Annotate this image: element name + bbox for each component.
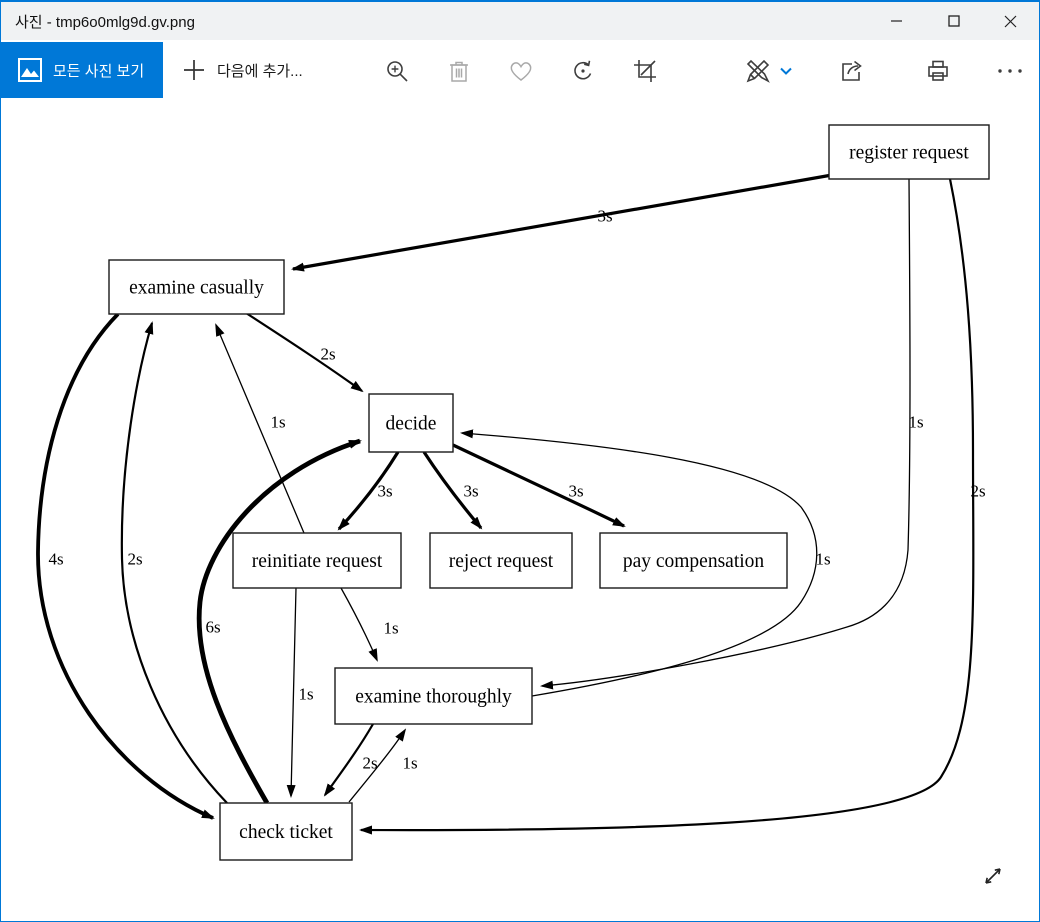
edge-label-register-request-to-examine-thoroughly: 1s — [908, 413, 923, 432]
toolbar: 모든 사진 보기 다음에 추가... — [1, 40, 1039, 100]
node-label-check-ticket: check ticket — [239, 822, 333, 843]
edge-check-ticket-to-examine-casually — [120, 321, 228, 804]
favorite-button[interactable] — [501, 54, 541, 88]
crop-button[interactable] — [625, 54, 665, 88]
edge-label-examine-casually-to-check-ticket: 4s — [48, 550, 63, 569]
see-all-photos-button[interactable]: 모든 사진 보기 — [1, 42, 163, 98]
node-label-reinitiate-request: reinitiate request — [252, 551, 383, 572]
diagram-svg: register request examine casually decide re… — [36, 124, 990, 861]
zoom-icon — [387, 61, 408, 82]
edge-decide-to-pay-compensation — [452, 443, 626, 528]
node-register-request: register request — [828, 124, 990, 180]
edge-examine-casually-to-decide — [245, 312, 364, 393]
print-icon — [928, 60, 948, 81]
chevron-down-icon — [780, 67, 792, 75]
edge-examine-thoroughly-to-check-ticket — [323, 723, 374, 797]
edge-decide-to-reject-request — [422, 451, 483, 530]
node-box-reject-request — [429, 532, 573, 589]
node-reject-request: reject request — [429, 532, 573, 589]
node-label-examine-casually: examine casually — [129, 278, 264, 299]
edge-register-request-to-examine-thoroughly — [540, 178, 911, 690]
node-box-register-request — [828, 124, 990, 180]
titlebar[interactable]: 사진 - tmp6o0mlg9d.gv.png — [1, 2, 1039, 40]
edge-label-register-request-to-examine-casually: 3s — [597, 207, 612, 226]
close-icon — [1004, 15, 1017, 27]
window-controls — [868, 2, 1039, 40]
edge-label-decide-to-reject-request: 3s — [463, 482, 478, 501]
window-title: 사진 - tmp6o0mlg9d.gv.png — [15, 14, 195, 31]
node-decide: decide — [368, 393, 454, 453]
delete-button[interactable] — [439, 54, 479, 88]
zoom-button[interactable] — [377, 54, 417, 88]
edge-label-examine-thoroughly-to-decide: 1s — [815, 550, 830, 569]
node-label-pay-compensation: pay compensation — [623, 551, 765, 572]
edge-label-decide-to-reinitiate-request: 3s — [377, 482, 392, 501]
node-box-examine-casually — [108, 259, 285, 315]
node-box-examine-thoroughly — [334, 667, 533, 725]
edge-label-examine-casually-to-decide: 2s — [320, 345, 335, 364]
trash-icon — [450, 61, 468, 82]
add-to-button[interactable]: 다음에 추가... — [177, 42, 309, 98]
maximize-button[interactable] — [925, 2, 982, 40]
share-icon — [842, 60, 862, 81]
share-button[interactable] — [832, 54, 872, 88]
photo-canvas: register request examine casually decide re… — [1, 100, 1039, 921]
photo-gallery-icon — [18, 58, 42, 82]
edge-reinitiate-request-to-examine-casually — [215, 323, 305, 534]
print-button[interactable] — [918, 54, 958, 88]
edit-pencil-brush-icon — [746, 59, 770, 83]
node-box-reinitiate-request — [232, 532, 402, 589]
node-label-reject-request: reject request — [449, 551, 554, 572]
node-box-pay-compensation — [599, 532, 788, 589]
edge-label-register-request-to-check-ticket: 2s — [970, 482, 985, 501]
maximize-icon — [947, 15, 960, 27]
edit-button[interactable] — [737, 54, 799, 88]
edge-register-request-to-check-ticket — [359, 178, 975, 835]
edge-decide-to-reinitiate-request — [337, 451, 400, 531]
edge-check-ticket-to-decide — [196, 438, 362, 805]
minimize-icon — [890, 20, 902, 22]
node-label-decide: decide — [386, 414, 437, 435]
node-label-examine-thoroughly: examine thoroughly — [355, 687, 512, 708]
edge-register-request-to-examine-casually — [291, 173, 833, 272]
edge-label-examine-thoroughly-to-check-ticket: 2s — [362, 754, 377, 773]
edge-reinitiate-request-to-check-ticket — [286, 587, 297, 798]
node-examine-thoroughly: examine thoroughly — [334, 667, 533, 725]
edge-label-reinitiate-request-to-examine-casually: 1s — [270, 413, 285, 432]
rotate-icon — [574, 60, 592, 80]
edge-label-check-ticket-to-decide: 6s — [205, 618, 220, 637]
close-button[interactable] — [982, 2, 1039, 40]
more-button[interactable] — [990, 54, 1030, 88]
node-box-check-ticket — [219, 802, 353, 861]
add-to-label: 다음에 추가... — [217, 62, 303, 80]
more-icon — [998, 69, 1022, 73]
node-label-register-request: register request — [849, 143, 969, 164]
node-pay-compensation: pay compensation — [599, 532, 788, 589]
node-reinitiate-request: reinitiate request — [232, 532, 402, 589]
minimize-button[interactable] — [868, 2, 925, 40]
node-box-decide — [368, 393, 454, 453]
see-all-photos-label: 모든 사진 보기 — [53, 62, 145, 80]
node-check-ticket: check ticket — [219, 802, 353, 861]
crop-icon — [634, 60, 656, 82]
edge-label-decide-to-pay-compensation: 3s — [568, 482, 583, 501]
plus-icon — [184, 60, 204, 80]
edge-label-reinitiate-request-to-check-ticket: 1s — [298, 685, 313, 704]
expand-diagonal-icon — [985, 868, 1001, 884]
fullscreen-button[interactable] — [979, 863, 1007, 891]
edge-label-check-ticket-to-examine-casually: 2s — [127, 550, 142, 569]
edge-examine-thoroughly-to-decide — [460, 429, 818, 697]
edge-check-ticket-to-examine-thoroughly — [348, 728, 407, 803]
heart-icon — [510, 62, 532, 81]
edge-reinitiate-request-to-examine-thoroughly — [340, 587, 378, 662]
rotate-button[interactable] — [563, 54, 603, 88]
edge-examine-casually-to-check-ticket — [36, 312, 215, 820]
node-examine-casually: examine casually — [108, 259, 285, 315]
edge-label-reinitiate-request-to-examine-thoroughly: 1s — [383, 619, 398, 638]
edge-label-check-ticket-to-examine-thoroughly: 1s — [402, 754, 417, 773]
